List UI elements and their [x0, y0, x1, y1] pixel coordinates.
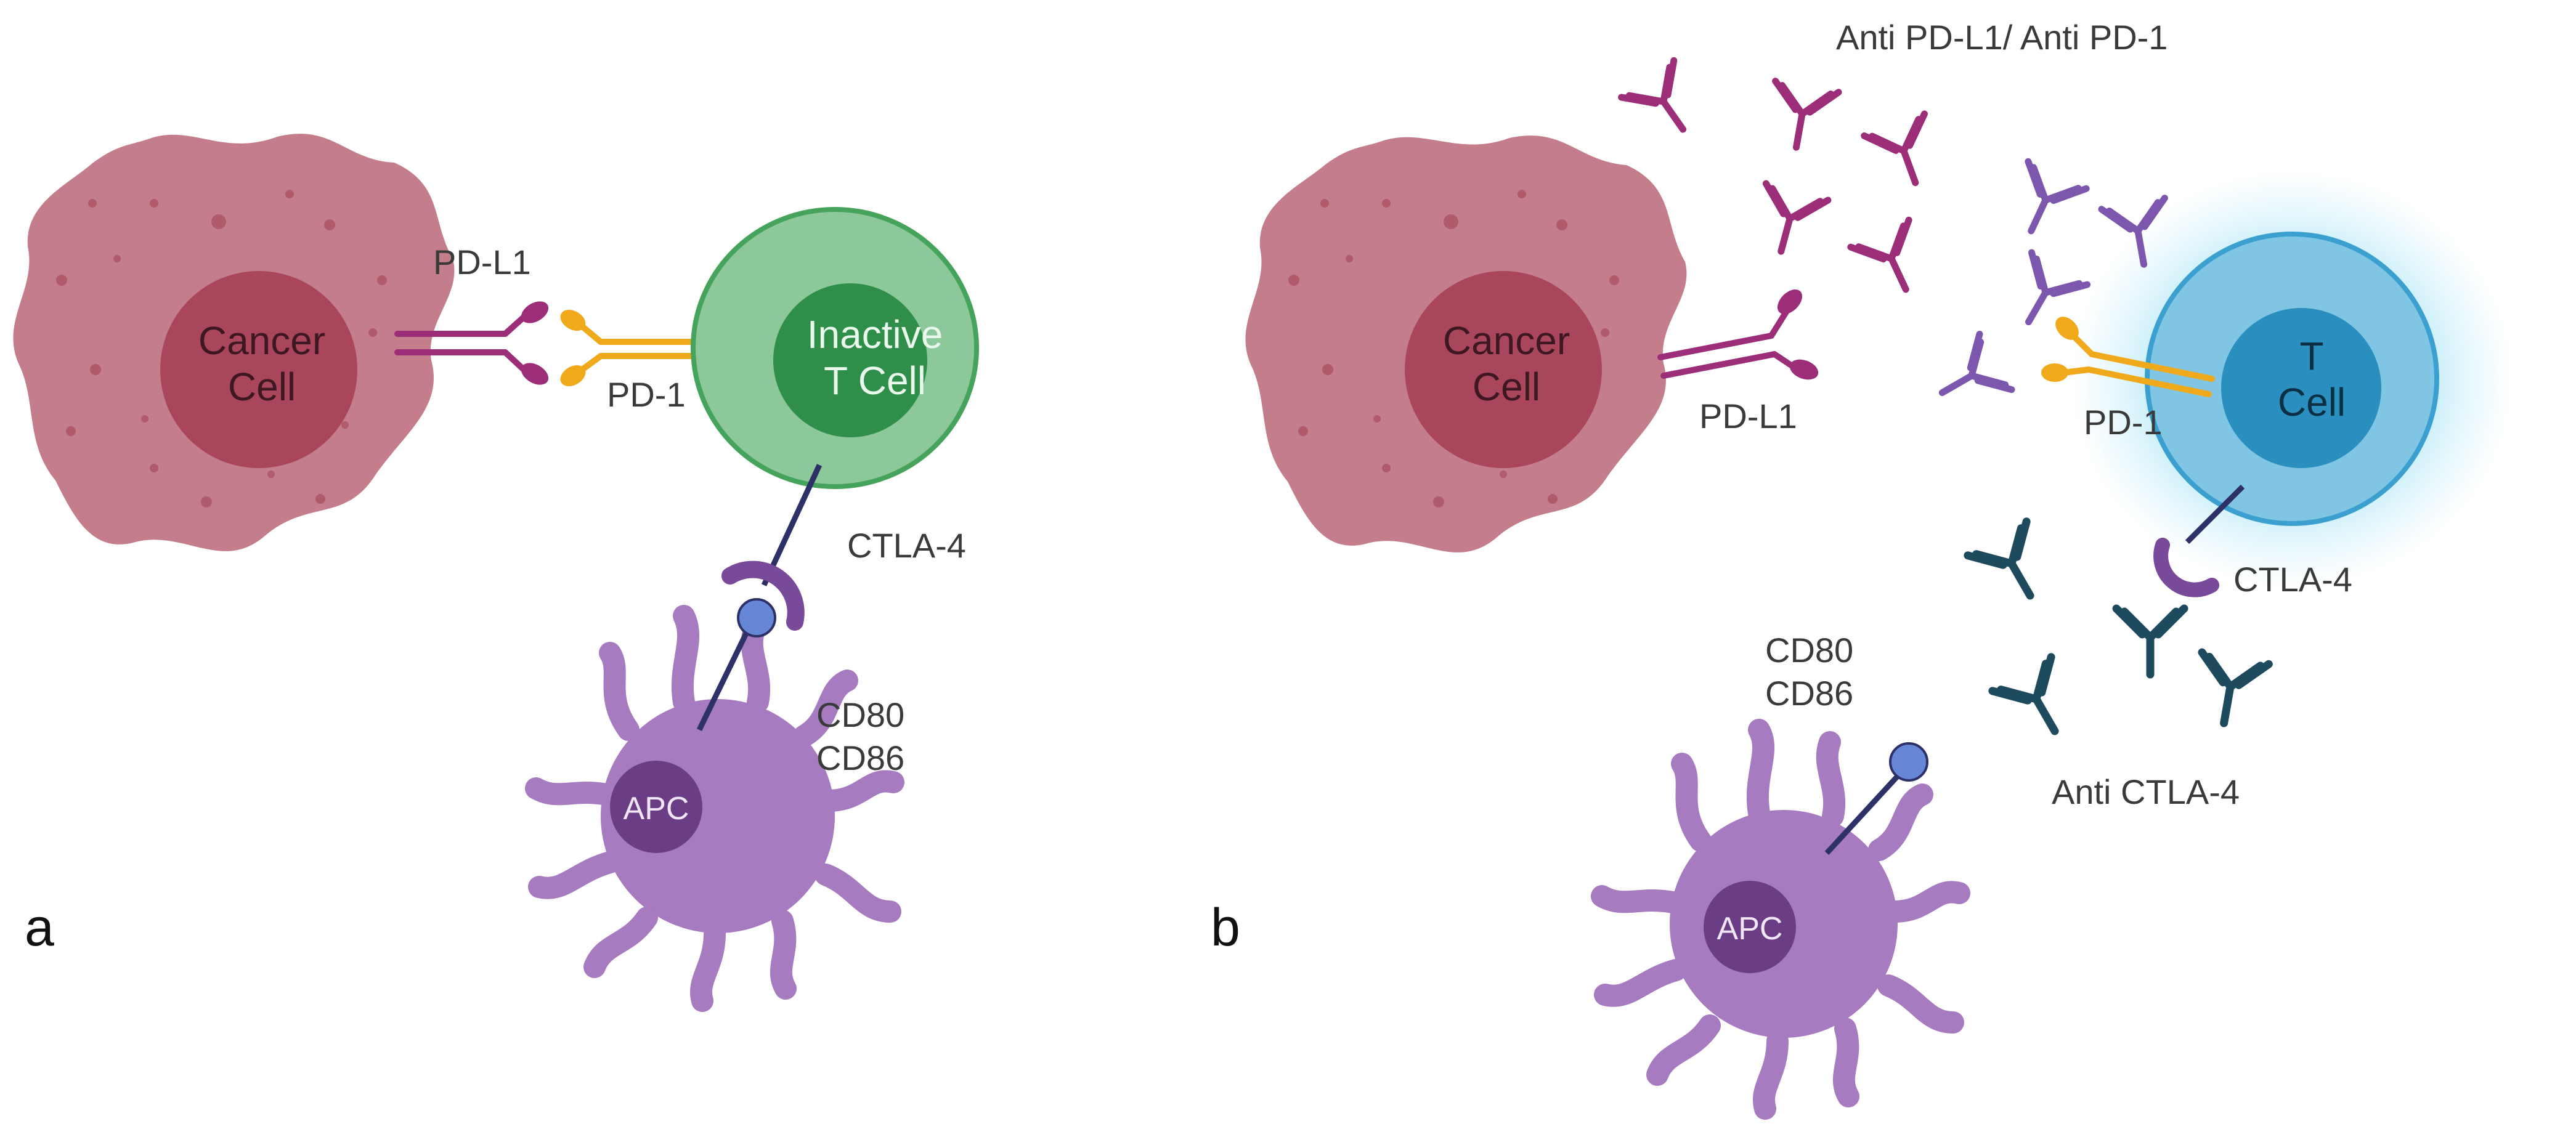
cancer-cell-nucleus	[160, 271, 357, 468]
cancer-cell-dots-b	[1288, 190, 1619, 508]
antibody-ctla-4-4	[2198, 648, 2273, 727]
cd80-ball-b	[1889, 742, 1928, 782]
apc-label-a: APC	[624, 791, 689, 827]
apc-nucleus-a	[610, 761, 702, 853]
apc-label-b: APC	[1717, 911, 1783, 947]
panel-b: Cancer Cell PD-L1 T Cell	[1211, 18, 2514, 1120]
pd-l1-receptor-a	[394, 314, 527, 373]
cancer-cell-label-line1: Cancer	[198, 318, 325, 363]
antibody-ctla-4-2	[2112, 604, 2188, 679]
t-cell-label-line2-a: T Cell	[824, 358, 926, 403]
cd80-stalk-b	[1824, 774, 1900, 856]
t-cell-label-line2-b: Cell	[2278, 380, 2346, 424]
pd-1-heads-b	[2041, 317, 2079, 382]
inactive-t-cell: Inactive T Cell	[691, 207, 979, 489]
pd-l1-heads-b	[1777, 289, 1819, 380]
cancer-cell-a: Cancer Cell	[13, 134, 455, 551]
anti-pd-1-antibodies	[1938, 158, 2168, 396]
t-cell-label-line1-a: Inactive	[807, 312, 943, 357]
t-cell-label-line1-b: T	[2299, 334, 2323, 378]
pd-1-label-a: PD-1	[607, 375, 686, 414]
t-cell-nucleus-a	[773, 283, 927, 437]
panel-a: Cancer Cell PD-L1 PD-1 Inact	[13, 134, 979, 1012]
pd-1-heads-a	[560, 309, 586, 387]
anti-ctla-4-antibodies	[1964, 517, 2273, 735]
apc-cell-a: APC	[525, 605, 904, 1012]
ctla-4-cup-a	[721, 560, 805, 631]
ctla-4-label-b: CTLA-4	[2233, 560, 2352, 599]
pd-l1-heads-a	[521, 301, 549, 385]
cancer-cell-b: Cancer Cell	[1245, 136, 1687, 552]
apc-nucleus-b	[1704, 881, 1796, 973]
antibody-pd-l1-3	[1861, 110, 1928, 187]
cd86-label-a: CD86	[816, 738, 904, 777]
antibody-pd-1-3	[2025, 249, 2091, 326]
ctla-4-label-a: CTLA-4	[847, 526, 966, 565]
cd80-ball-a	[737, 598, 776, 637]
pd-1-label-b: PD-1	[2084, 403, 2163, 442]
cancer-cell-label-line1-b: Cancer	[1443, 318, 1570, 363]
anti-ctla-4-label: Anti CTLA-4	[2052, 772, 2240, 811]
ctla-4-cup-b	[2153, 538, 2219, 597]
cd86-label-b: CD86	[1765, 674, 1853, 713]
pd-l1-label-a: PD-L1	[433, 243, 531, 281]
cd80-label-b: CD80	[1765, 631, 1853, 670]
pd-l1-receptor-b	[1657, 308, 1796, 379]
antibody-pd-l1-5	[1847, 216, 1912, 293]
pd-l1-label-b: PD-L1	[1699, 397, 1797, 435]
antibody-pd-1-1	[2025, 158, 2090, 235]
panel-letter-b: b	[1211, 898, 1240, 957]
antibody-ctla-4-1	[1964, 517, 2034, 600]
antibody-pd-l1-1	[1618, 57, 1687, 133]
cd80-label-a: CD80	[816, 695, 904, 734]
cancer-cell-label-line2-b: Cell	[1473, 365, 1540, 409]
ctla-4-stalk-b	[2185, 484, 2245, 544]
active-t-cell: T Cell	[2070, 169, 2514, 588]
cancer-cell-label-line2: Cell	[228, 365, 296, 409]
t-cell-nucleus-b	[2221, 308, 2381, 468]
antibody-ctla-4-3	[1988, 653, 2059, 735]
apc-cell-b: APC	[1591, 719, 1970, 1120]
anti-pd-l1-anti-pd-1-label: Anti PD-L1/ Anti PD-1	[1836, 18, 2168, 57]
cancer-cell-dots	[56, 190, 387, 508]
antibody-pd-1-4	[1938, 330, 2015, 396]
antibody-pd-1-2	[2098, 195, 2168, 268]
cd80-stalk-a	[696, 621, 755, 731]
antibody-pd-l1-4	[1762, 180, 1832, 255]
anti-pd-l1-antibodies	[1618, 57, 1928, 293]
cancer-cell-nucleus-b	[1405, 271, 1602, 468]
panel-letter-a: a	[25, 898, 54, 957]
pd-1-receptor-b	[2061, 333, 2215, 397]
antibody-pd-l1-2	[1772, 78, 1842, 151]
